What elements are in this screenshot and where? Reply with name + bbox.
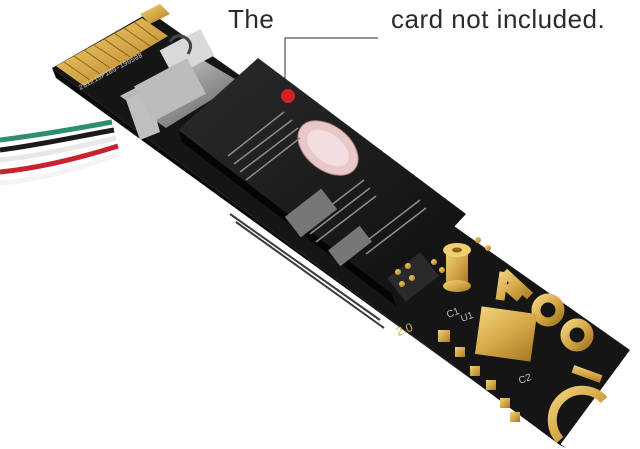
edge-connector	[56, 4, 170, 86]
svg-text:C2: C2	[517, 372, 533, 387]
caption-text-right: card not included.	[391, 4, 606, 34]
wireless-card	[178, 58, 466, 306]
svg-text:U1: U1	[459, 310, 475, 325]
metal-connector	[120, 28, 240, 140]
svg-text:C1: C1	[445, 306, 461, 321]
leader-line	[284, 37, 378, 92]
certification-marks	[495, 268, 594, 352]
svg-text:2.0: 2.0	[394, 320, 415, 339]
board-connectors	[387, 237, 491, 302]
caption-text-left: The	[228, 4, 275, 34]
mounting-notch	[547, 385, 608, 444]
cable-wires	[0, 119, 121, 186]
standoff-screw	[443, 243, 471, 292]
gold-pads	[438, 306, 603, 422]
marker-dot	[281, 89, 295, 103]
